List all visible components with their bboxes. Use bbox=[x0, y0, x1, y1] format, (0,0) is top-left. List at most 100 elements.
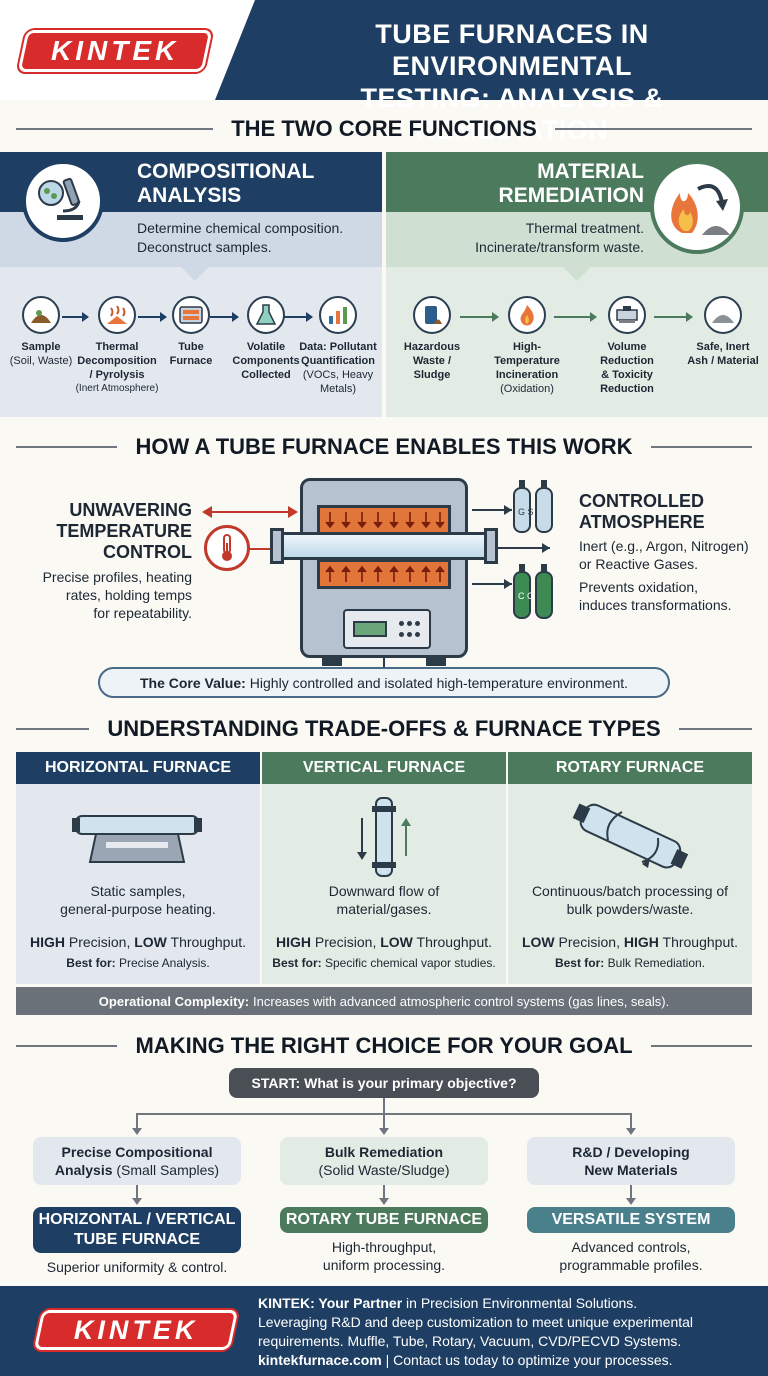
vertical-furnace-card: VERTICAL FURNACE Downward flow of materi… bbox=[262, 752, 506, 984]
temp-title-2: TEMPERATURE bbox=[56, 521, 192, 541]
step-label: / Pyrolysis bbox=[89, 369, 145, 381]
divider bbox=[16, 128, 214, 130]
option-remediation[interactable]: Bulk Remediation (Solid Waste/Sludge) bbox=[280, 1137, 488, 1185]
analysis-title-1: COMPOSITIONAL bbox=[137, 160, 315, 183]
option-rnd[interactable]: R&D / Developing New Materials bbox=[527, 1137, 735, 1185]
option-sub: (Small Samples) bbox=[112, 1162, 220, 1178]
step-label: Decomposition bbox=[77, 355, 157, 367]
step-label: & Toxicity bbox=[601, 369, 653, 381]
microscope-icon bbox=[22, 160, 104, 242]
card-desc-2: bulk powders/waste. bbox=[566, 901, 694, 917]
throughput-level: LOW bbox=[134, 934, 167, 950]
step-label: (Inert Atmosphere) bbox=[75, 383, 159, 394]
atm-title-2: ATMOSPHERE bbox=[579, 512, 705, 532]
step-label: Data: Pollutant bbox=[299, 341, 377, 353]
rotary-furnace-card: ROTARY FURNACE Continuous/batch processi… bbox=[508, 752, 752, 984]
temp-desc-2: rates, holding temps bbox=[65, 587, 192, 603]
option-analysis[interactable]: Precise Compositional Analysis (Small Sa… bbox=[33, 1137, 241, 1185]
flask-icon bbox=[247, 296, 285, 334]
atmosphere-desc: Inert (e.g., Argon, Nitrogen) or Reactiv… bbox=[579, 537, 749, 614]
divider bbox=[16, 728, 90, 730]
cylinder-label: C O bbox=[518, 591, 535, 601]
step-label: Ash / Material bbox=[687, 355, 759, 367]
complexity-bar: Operational Complexity: Increases with a… bbox=[16, 987, 752, 1015]
best-label: Best for: bbox=[272, 956, 322, 970]
connector bbox=[383, 1098, 385, 1114]
remediation-step-waste: Hazardous Waste / Sludge bbox=[396, 296, 468, 382]
step-label: Volume bbox=[607, 341, 647, 353]
result-desc-2: programmable profiles. bbox=[559, 1257, 703, 1273]
best-text: Precise Analysis. bbox=[118, 956, 210, 970]
analysis-step-data: Data: Pollutant Quantification (VOCs, He… bbox=[296, 296, 380, 396]
remediation-desc: Thermal treatment. Incinerate/transform … bbox=[386, 219, 644, 257]
step-label: Reduction bbox=[600, 355, 654, 367]
step-label: Quantification bbox=[301, 355, 375, 367]
header-band bbox=[215, 0, 768, 100]
logo-text: KINTEK bbox=[50, 35, 180, 66]
pointer-down bbox=[181, 267, 209, 281]
atm-title-1: CONTROLLED bbox=[579, 491, 704, 511]
best-text: Specific chemical vapor studies. bbox=[324, 956, 496, 970]
step-label: Temperature bbox=[494, 355, 560, 367]
throughput-level: HIGH bbox=[623, 934, 659, 950]
option-title: New Materials bbox=[584, 1162, 678, 1178]
keypad[interactable] bbox=[399, 621, 423, 639]
tube-flange-left bbox=[270, 528, 284, 564]
step-label: Incineration bbox=[495, 369, 559, 381]
card-precision: HIGH Precision, LOW Throughput. bbox=[16, 934, 260, 950]
core-value-text: Highly controlled and isolated high-temp… bbox=[249, 674, 629, 691]
footer-tagline: in Precision Environmental Solutions. bbox=[402, 1295, 638, 1311]
section-core-functions: THE TWO CORE FUNCTIONS bbox=[0, 114, 768, 144]
heating-element-bottom bbox=[317, 559, 451, 589]
step-label: Components bbox=[232, 355, 300, 367]
precision-text: Precision, bbox=[554, 934, 624, 950]
step-label: Hazardous bbox=[403, 341, 461, 353]
temp-control-title: UNWAVERING TEMPERATURE CONTROL bbox=[40, 500, 192, 563]
result-desc: High-throughput, uniform processing. bbox=[260, 1238, 508, 1274]
display-screen bbox=[353, 621, 387, 637]
result-desc-1: High-throughput, bbox=[331, 1239, 437, 1255]
atm-desc-4: induces transformations. bbox=[579, 597, 732, 613]
remediation-title: MATERIAL REMEDIATION bbox=[386, 160, 644, 208]
precision-level: LOW bbox=[521, 934, 555, 950]
analysis-title: COMPOSITIONAL ANALYSIS bbox=[137, 160, 314, 208]
tube-furnace-icon bbox=[172, 296, 210, 334]
card-precision: HIGH Precision, LOW Throughput. bbox=[262, 934, 506, 950]
step-label: Sample bbox=[21, 341, 61, 353]
divider bbox=[16, 446, 118, 448]
connector bbox=[132, 1113, 142, 1135]
section-title-tradeoffs: UNDERSTANDING TRADE-OFFS & FURNACE TYPES bbox=[107, 716, 661, 741]
footer-website-link[interactable]: kintekfurnace.com bbox=[258, 1352, 382, 1368]
analysis-desc-2: Deconstruct samples. bbox=[137, 239, 272, 255]
throughput-text: Throughput. bbox=[412, 934, 493, 950]
card-best-for: Best for: Specific chemical vapor studie… bbox=[262, 956, 506, 970]
divider bbox=[678, 728, 753, 730]
step-label: Metals) bbox=[319, 383, 357, 395]
barrel-icon bbox=[413, 296, 451, 334]
option-title: Precise Compositional bbox=[61, 1144, 213, 1160]
best-label: Best for: bbox=[66, 956, 116, 970]
title-line-1: TUBE FURNACES IN ENVIRONMENTAL bbox=[375, 19, 649, 81]
card-best-for: Best for: Bulk Remediation. bbox=[508, 956, 752, 970]
remediation-desc-1: Thermal treatment. bbox=[525, 220, 644, 236]
remediation-step-incineration: High- Temperature Incineration (Oxidatio… bbox=[488, 296, 566, 396]
analysis-step-furnace: Tube Furnace bbox=[160, 296, 222, 368]
card-title: ROTARY FURNACE bbox=[508, 752, 752, 784]
logo-text: KINTEK bbox=[73, 1314, 199, 1345]
kintek-logo[interactable]: KINTEK bbox=[17, 30, 213, 72]
furnace-foot bbox=[322, 656, 342, 666]
remediation-panel: MATERIAL REMEDIATION Thermal treatment. … bbox=[386, 152, 768, 417]
step-label: Safe, Inert bbox=[696, 341, 750, 353]
connector bbox=[379, 1113, 389, 1135]
rotary-furnace-icon bbox=[572, 803, 689, 869]
connector bbox=[626, 1113, 636, 1135]
flame-icon bbox=[508, 296, 546, 334]
complexity-text: Increases with advanced atmospheric cont… bbox=[253, 993, 670, 1009]
temp-arrow-icon bbox=[202, 506, 298, 518]
control-panel[interactable] bbox=[343, 609, 431, 649]
section-title-choice: MAKING THE RIGHT CHOICE FOR YOUR GOAL bbox=[135, 1033, 633, 1058]
result-desc: Superior uniformity & control. bbox=[46, 1259, 228, 1275]
footer-kintek-logo[interactable]: KINTEK bbox=[33, 1310, 239, 1350]
analysis-desc: Determine chemical composition. Deconstr… bbox=[137, 219, 343, 257]
remediation-title-2: REMEDIATION bbox=[498, 184, 644, 207]
